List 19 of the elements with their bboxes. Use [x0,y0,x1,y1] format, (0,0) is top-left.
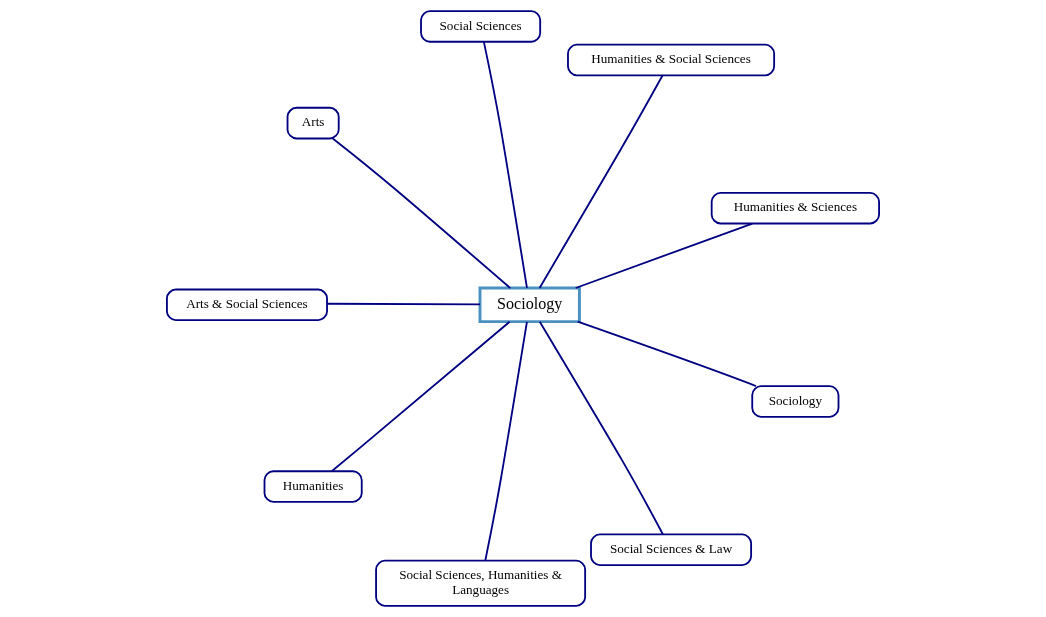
node-box: Arts & Social Sciences [166,288,328,322]
connector [538,320,664,536]
connector [331,137,512,289]
connector [482,41,528,289]
connector [331,320,511,472]
node-box: Humanities & Sciences [710,191,880,225]
node-box: Humanities & Social Sciences [567,43,776,77]
connector [326,302,481,306]
node-box: Social Sciences & Law [590,533,753,566]
connector [484,320,528,562]
node-box: Arts [286,106,340,140]
node-box: Social Sciences [420,10,542,43]
node-box: Sociology [751,385,840,418]
connector [574,222,754,289]
node-box: Social Sciences, Humanities & Languages [375,559,587,607]
connector [576,320,757,387]
connector [538,74,664,289]
node-box: Humanities [263,470,363,503]
node-box: Sociology [478,286,581,324]
